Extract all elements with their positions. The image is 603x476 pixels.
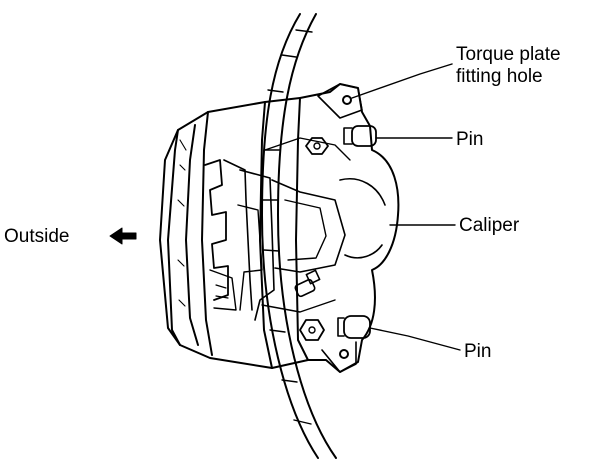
label-caliper: Caliper xyxy=(459,215,520,236)
label-torque-plate-line2: fitting hole xyxy=(456,66,543,87)
caliper-body xyxy=(159,83,400,373)
brake-disc xyxy=(261,13,337,459)
top-pin-assembly xyxy=(305,125,377,155)
outside-arrow-icon xyxy=(109,227,137,245)
label-outside: Outside xyxy=(4,226,70,247)
label-torque-plate-line1: Torque plate xyxy=(456,44,561,65)
label-pin-bottom: Pin xyxy=(464,341,492,362)
leader-lines xyxy=(351,63,461,351)
bleeder-screw xyxy=(294,269,321,298)
label-torque-plate-fitting-hole: Torque plate fitting hole xyxy=(456,44,561,88)
label-pin-top: Pin xyxy=(456,129,484,150)
leader-torque-plate xyxy=(351,63,453,99)
leader-pin-bottom xyxy=(369,327,461,351)
bottom-pin-assembly xyxy=(299,315,371,341)
